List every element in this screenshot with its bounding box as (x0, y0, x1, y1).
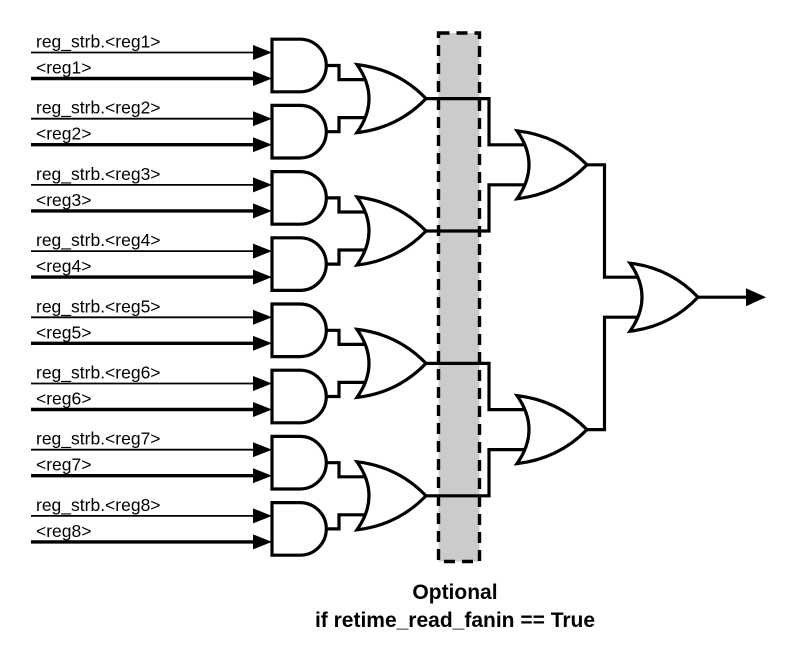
or-gate-stage2-2 (353, 194, 429, 268)
label-value-7: <reg7> (36, 455, 91, 475)
wire-and3-to-or (326, 196, 372, 214)
labels: reg_strb.<reg1> <reg1> reg_strb.<reg2> <reg… (36, 32, 161, 541)
and-gate-2 (270, 103, 328, 160)
and-gate-7 (270, 434, 328, 491)
and-gate-1 (270, 37, 328, 94)
input-arrowhead-icon (253, 243, 272, 259)
label-strobe-5: reg_strb.<reg5> (36, 296, 161, 317)
or-gate-stage2-1 (353, 62, 429, 135)
wire-and7-to-or (326, 461, 372, 479)
input-arrowhead-icon (253, 45, 272, 60)
and-gate-4 (270, 236, 328, 292)
label-strobe-7: reg_strb.<reg7> (36, 429, 161, 450)
caption-line2: if retime_read_fanin == True (314, 609, 596, 632)
label-value-8: <reg8> (36, 521, 91, 541)
wire-stage3-1-to-final (586, 163, 644, 279)
wires (31, 51, 748, 544)
input-arrowhead-icon (253, 534, 272, 550)
input-arrowhead-icon (253, 402, 272, 417)
input-arrowhead-icon (253, 335, 272, 351)
wire-and1-to-or (326, 63, 372, 82)
label-strobe-4: reg_strb.<reg4> (36, 230, 161, 251)
wire-and8-to-or (326, 513, 372, 531)
label-strobe-1: reg_strb.<reg1> (36, 32, 161, 53)
or-gate-stage3-2 (513, 393, 590, 466)
wire-or4-to-stage3 (425, 448, 531, 498)
wire-or1-to-stage3 (425, 97, 531, 147)
wire-or2-to-stage3 (425, 183, 531, 233)
or-gate-stage2-4 (353, 459, 429, 532)
or-gate-final (626, 261, 701, 334)
or-gate-stage2-3 (353, 327, 429, 400)
input-arrowhead-icon (253, 269, 272, 285)
label-strobe-2: reg_strb.<reg2> (36, 98, 161, 119)
optional-region (436, 31, 482, 564)
input-arrowhead-icon (253, 177, 272, 193)
and-gate-8 (270, 501, 328, 557)
input-arrowhead-icon (253, 442, 272, 458)
label-strobe-6: reg_strb.<reg6> (36, 363, 161, 384)
caption-line1: Optional (412, 581, 498, 604)
input-arrowhead-icon (253, 137, 272, 153)
label-strobe-3: reg_strb.<reg3> (36, 164, 161, 185)
wire-and2-to-or (326, 116, 372, 134)
optional-caption: Optional if retime_read_fanin == True (315, 579, 595, 635)
input-arrowhead-icon (253, 203, 272, 219)
label-value-1: <reg1> (36, 58, 91, 78)
input-arrowhead-icon (253, 71, 272, 86)
or-gate-stage3-1 (513, 128, 590, 201)
wire-or3-to-stage3 (425, 361, 531, 412)
input-arrowhead-icon (253, 376, 272, 391)
wire-and4-to-or (326, 248, 372, 266)
and-gate-3 (270, 170, 328, 226)
and-gate-6 (270, 368, 328, 425)
input-arrowhead-icon (253, 309, 272, 325)
wire-and5-to-or (326, 328, 372, 346)
optional-region-group (436, 31, 482, 564)
input-arrowhead-icon (253, 468, 272, 484)
input-arrowhead-icon (253, 111, 272, 127)
label-value-2: <reg2> (36, 124, 91, 144)
label-value-5: <reg5> (36, 322, 91, 342)
label-value-3: <reg3> (36, 190, 91, 210)
and-gate-5 (270, 302, 328, 359)
output-arrowhead-icon (746, 288, 766, 307)
arrowheads (253, 45, 766, 550)
label-strobe-8: reg_strb.<reg8> (36, 495, 161, 516)
gates (270, 37, 701, 557)
label-value-6: <reg6> (36, 389, 91, 409)
wire-and6-to-or (326, 380, 372, 399)
wire-stage3-2-to-final (586, 315, 644, 432)
input-arrowhead-icon (253, 508, 272, 524)
label-value-4: <reg4> (36, 256, 91, 276)
